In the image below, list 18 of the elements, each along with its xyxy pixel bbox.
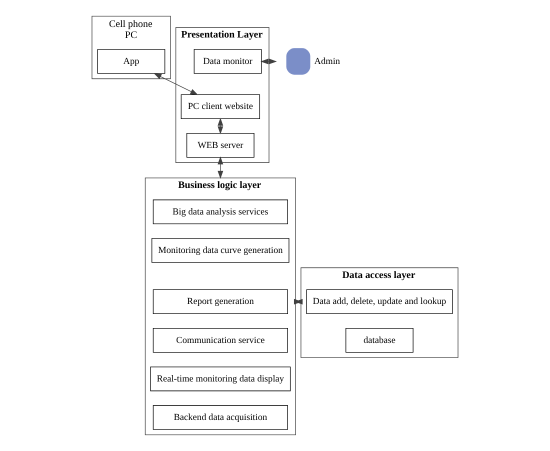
node-box: Data add, delete, update and lookup <box>306 289 453 314</box>
node-box: Monitoring data curve generation <box>152 238 290 263</box>
node-box: Backend data acquisition <box>152 405 288 430</box>
node-box: Big data analysis services <box>152 200 288 224</box>
node-label: Admin <box>314 56 340 67</box>
arrow <box>260 58 277 64</box>
node-box: PC client website <box>180 94 260 120</box>
node-box: WEB server <box>186 133 254 158</box>
node-person <box>286 48 310 75</box>
node-box: Communication service <box>152 328 288 353</box>
arrow <box>218 156 224 179</box>
node-box: Data monitor <box>194 49 262 74</box>
node-box: Report generation <box>152 289 288 314</box>
node-box: database <box>346 328 414 353</box>
node-box: App <box>97 49 166 74</box>
arrow <box>218 118 224 134</box>
node-box: Real-time monitoring data display <box>150 366 291 392</box>
arrow <box>154 73 198 96</box>
